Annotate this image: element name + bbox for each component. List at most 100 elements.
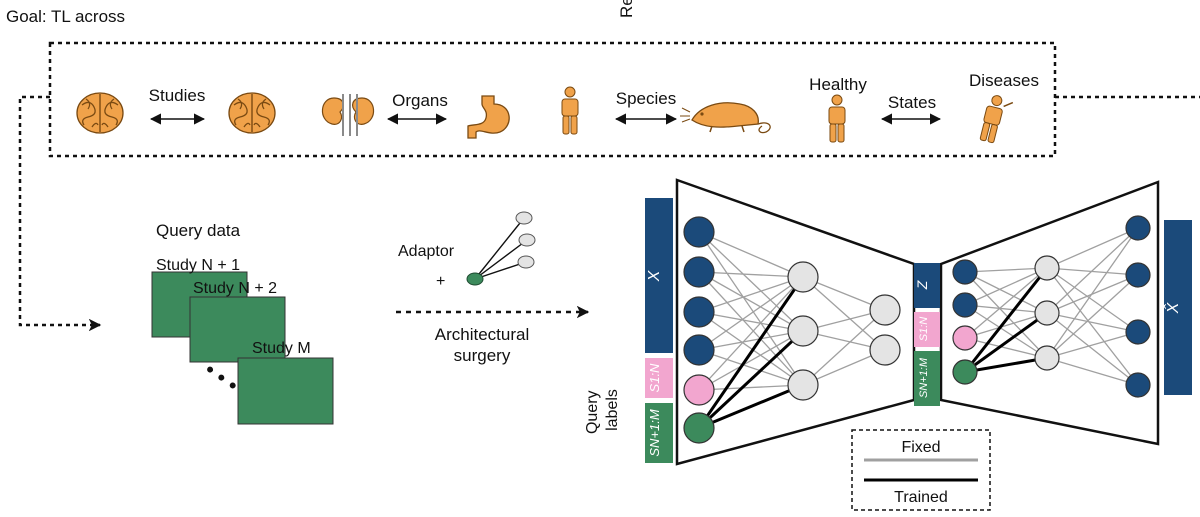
fixed-connection [698,349,804,386]
condition-query-label: SN+1:M [647,409,662,456]
hidden-node [787,261,819,293]
brain-icon [76,92,124,134]
fixed-connection [964,304,1048,314]
network-nodes [683,215,1151,444]
hidden-node [1034,300,1060,326]
fixed-connection [964,304,1048,359]
trained-connection [964,356,1048,374]
gene-node [952,259,978,285]
fixed-connection [698,271,804,278]
latent-z-label: Z [914,280,930,290]
fixed-connection [698,311,804,332]
fixed-connection [964,337,1048,359]
fixed-connection [1046,267,1139,276]
stomach-icon [467,95,510,139]
fixed-connection [698,330,804,351]
adaptor-icon [466,211,536,286]
latent-condition-query-bar [914,351,940,406]
fixed-connection [802,276,886,351]
fixed-connection [1046,267,1139,386]
fixed-connection [1046,274,1139,359]
gene-node [683,334,715,366]
hidden-node [787,369,819,401]
trained-connection [697,329,805,430]
decoder-shape [939,180,1160,446]
gene-node [1125,319,1151,345]
legend-fixed-label: Fixed [901,439,940,456]
transfer-frame [48,41,1057,158]
fixed-connection [698,231,804,386]
fixed-connection [964,271,1048,359]
query-labels-line2: labels [604,389,621,431]
hidden-node [787,315,819,347]
fixed-connection [698,231,804,332]
trained-connection [697,276,805,429]
legend-box [851,429,991,511]
fixed-connection [1046,312,1139,386]
human-icon [561,86,579,135]
healthy-label: Healthy [809,75,867,94]
output-xhat-label: X̂ [1162,301,1182,314]
organs-label: Organs [392,91,448,110]
fixed-connection [698,276,804,313]
query-labels: Query labels [584,386,621,434]
fixed-connection [698,271,804,332]
fixed-connection [698,330,804,391]
hidden-node [1034,255,1060,281]
condition-query-bar [645,403,673,463]
fixed-connection [698,271,804,386]
species-label: Species [616,89,676,108]
query-labels-line1: Query [584,390,601,434]
fixed-connection [964,312,1048,339]
fixed-connection [802,309,886,386]
fixed-connection [1046,312,1139,333]
fixed-connection [1046,357,1139,386]
diseases-label: Diseases [969,71,1039,90]
fixed-connection [964,267,1048,339]
gene-node [683,256,715,288]
fixed-connection [1046,267,1139,333]
query-condition-node [952,359,978,385]
legend-trained-label: Trained [894,489,948,506]
gene-node [683,296,715,328]
studies-label: Studies [149,86,206,105]
latent-condition-query-label: SN+1:M [918,357,930,398]
fixed-connection [964,271,1048,314]
latent-z-bar [914,263,940,308]
latent-condition-ref-label: S1:N [918,317,930,342]
fixed-connection [698,231,804,278]
study-n1-label: Study N + 1 [156,257,240,274]
fixed-connection [698,311,804,386]
ellipsis: • • • [200,357,243,398]
study-box [237,357,334,425]
query-data-title: Query data [156,221,241,240]
kidney-icon [321,94,375,136]
human-icon [828,94,846,143]
surgery-label-line2: surgery [454,346,511,365]
query-condition-node [683,412,715,444]
clipped-title-fragment: Re [617,0,636,18]
reference-condition-node [683,374,715,406]
gene-node [952,292,978,318]
goal-title: Goal: TL across [6,7,125,26]
hidden-node [1034,345,1060,371]
fixed-connection [1046,227,1139,359]
trained-connection [698,383,804,430]
hidden-node [869,294,901,326]
fixed-connection [1046,227,1139,314]
sick-human-icon [978,93,1014,144]
output-xhat-bar [1164,220,1192,395]
gene-node [1125,215,1151,241]
study-n2-label: Study N + 2 [193,280,277,297]
frame-connector-left [18,95,102,332]
condition-ref-label: S1:N [647,363,662,393]
states-label: States [888,93,936,112]
fixed-connection [1046,227,1139,269]
fixed-connection [964,267,1048,306]
network-edges [697,227,1139,430]
brain-icon [228,92,276,134]
gene-node [1125,262,1151,288]
trained-connection [963,267,1049,373]
fixed-connection [698,276,804,351]
